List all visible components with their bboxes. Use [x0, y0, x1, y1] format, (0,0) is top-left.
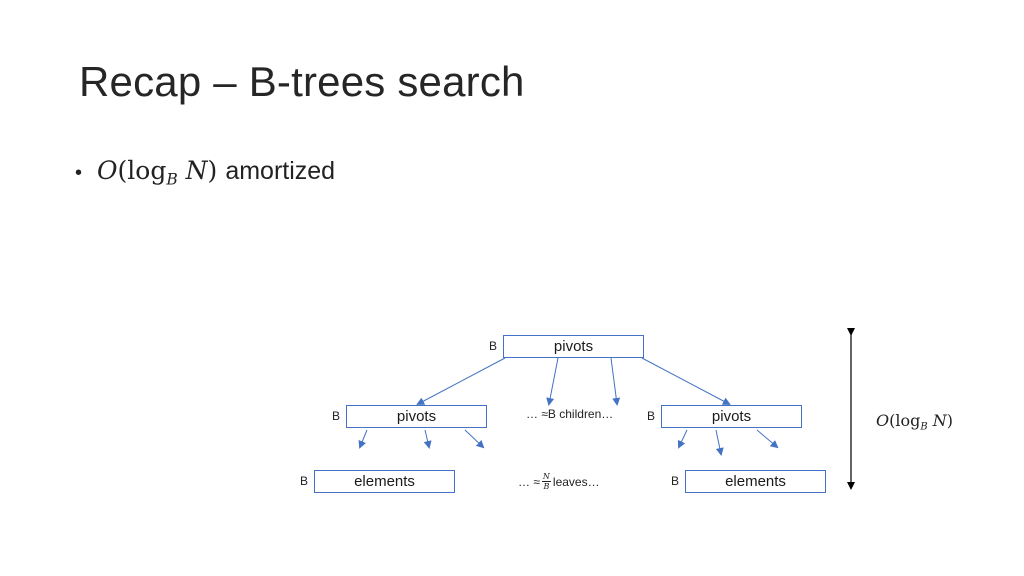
right-inner-node: pivots	[661, 405, 802, 428]
children-note: … ≈B children…	[526, 407, 614, 421]
leaves-note: … ≈ N B leaves…	[518, 472, 600, 491]
root-b-label: B	[489, 339, 498, 353]
edge-root-right	[641, 357, 731, 405]
left-inner-node-label: pivots	[396, 408, 437, 425]
edge-right-3	[756, 429, 779, 449]
bullet-text: amortized	[225, 157, 336, 185]
left-leaf-node: elements	[314, 470, 455, 493]
edge-root-left	[416, 357, 506, 405]
leaves-note-suffix: leaves…	[552, 474, 600, 489]
edge-root-mid1	[546, 357, 559, 406]
bullet-marker: •	[75, 162, 83, 184]
leaves-note-prefix: … ≈	[518, 474, 540, 489]
edge-left-3	[464, 429, 485, 449]
root-node-label: pivots	[553, 338, 594, 355]
slide-title: Recap – B-trees search	[79, 58, 525, 105]
fraction-denominator: B	[543, 482, 550, 491]
edge-left-2	[423, 429, 432, 449]
height-label: O(logB N)	[876, 411, 953, 433]
edge-root-mid2	[610, 357, 621, 406]
edge-right-2	[715, 429, 724, 456]
left-leaf-b-label: B	[300, 474, 309, 488]
left-leaf-node-label: elements	[354, 473, 415, 490]
right-inner-node-label: pivots	[711, 408, 752, 425]
right-inner-b-label: B	[647, 409, 656, 423]
right-leaf-b-label: B	[671, 474, 680, 488]
leaves-fraction: N B	[541, 472, 551, 491]
complexity-formula: O(logB N)	[97, 156, 218, 189]
root-node: pivots	[503, 335, 644, 358]
left-inner-node: pivots	[346, 405, 487, 428]
fraction-numerator: N	[541, 472, 551, 482]
right-leaf-node: elements	[685, 470, 826, 493]
bullet-item: • O(logB N) amortized	[75, 156, 335, 188]
right-leaf-node-label: elements	[725, 473, 786, 490]
edge-left-1	[358, 429, 368, 449]
left-inner-b-label: B	[332, 409, 341, 423]
edge-right-1	[677, 429, 688, 449]
